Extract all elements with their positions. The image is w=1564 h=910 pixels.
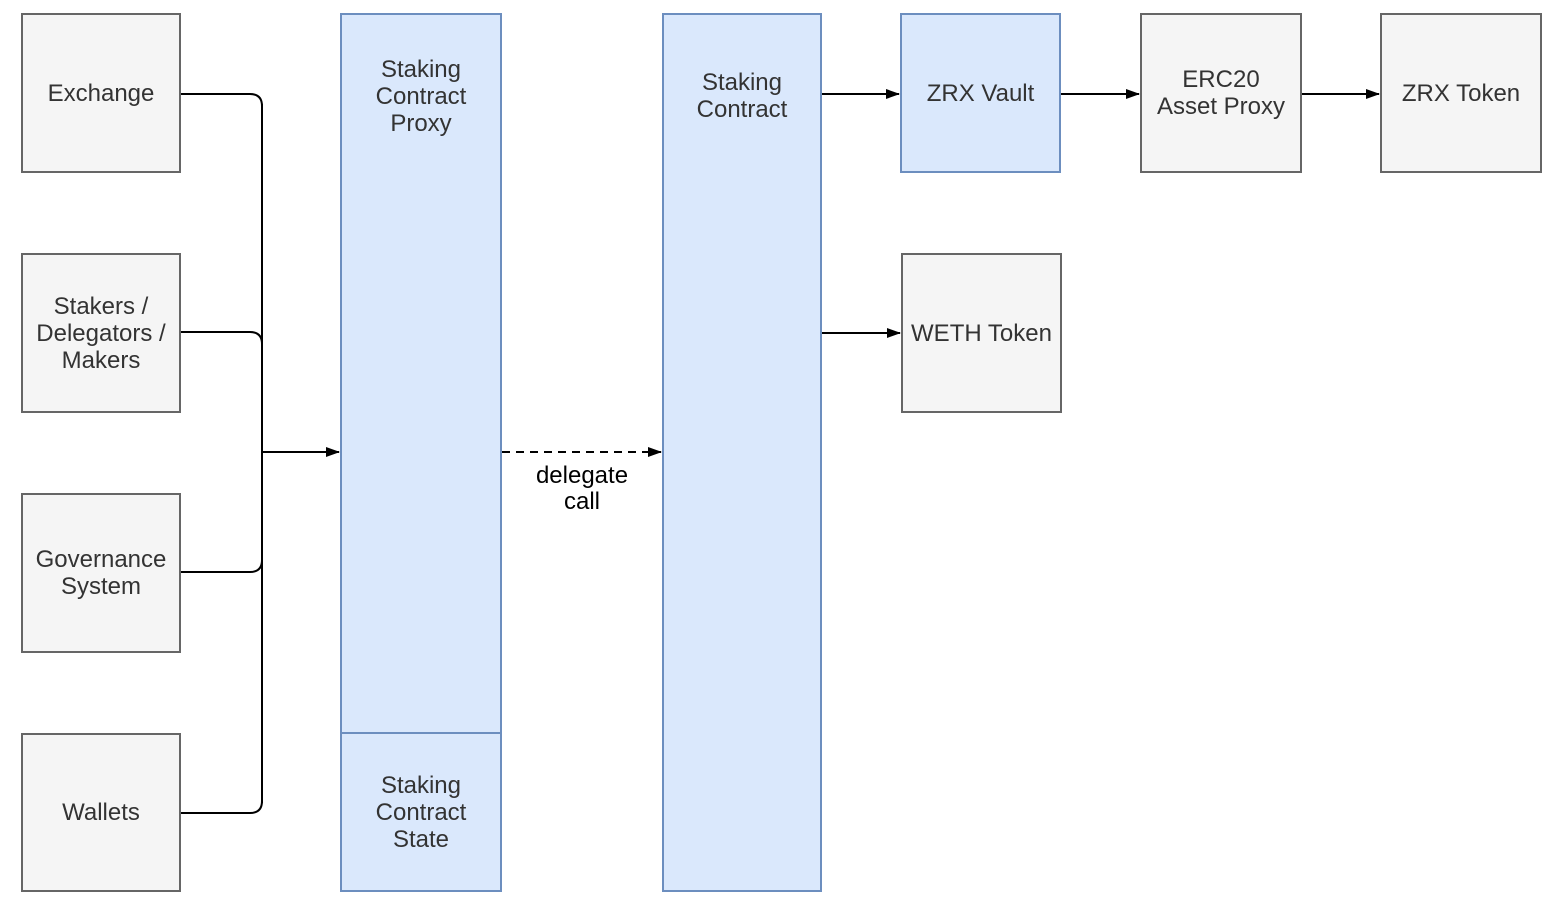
node-zrx-token-label: ZRX Token: [1401, 79, 1521, 107]
node-zrx-token: ZRX Token: [1380, 13, 1542, 173]
node-governance-system: Governance System: [21, 493, 181, 653]
edge-governance-stub: [181, 559, 263, 573]
node-weth-token-label: WETH Token: [911, 319, 1052, 347]
node-zrx-vault-label: ZRX Vault: [926, 79, 1035, 107]
node-stakers-delegators-makers: Stakers / Delegators / Makers: [21, 253, 181, 413]
node-zrx-vault: ZRX Vault: [900, 13, 1061, 173]
node-stakers-delegators-makers-label: Stakers / Delegators / Makers: [36, 292, 166, 374]
edge-wallets-stub: [181, 800, 263, 814]
edge-stakers-stub: [181, 331, 263, 345]
node-staking-contract-label: Staking Contract: [696, 69, 788, 123]
node-wallets-label: Wallets: [62, 799, 140, 826]
node-governance-system-label: Governance System: [35, 546, 167, 600]
node-exchange: Exchange: [21, 13, 181, 173]
node-erc20-asset-proxy: ERC20 Asset Proxy: [1140, 13, 1302, 173]
edge-exchange-stub: [181, 93, 263, 107]
node-staking-contract-state-label: Staking Contract State: [375, 771, 467, 853]
node-erc20-asset-proxy-label: ERC20 Asset Proxy: [1156, 66, 1286, 120]
node-wallets: Wallets: [21, 733, 181, 892]
node-exchange-label: Exchange: [47, 79, 155, 107]
node-staking-contract: Staking Contract: [662, 13, 822, 892]
node-staking-contract-state: Staking Contract State: [340, 732, 502, 892]
edge-label-delegate-call: delegate call: [535, 462, 629, 515]
node-staking-contract-proxy-label: Staking Contract Proxy: [375, 56, 467, 137]
node-staking-contract-proxy: Staking Contract Proxy: [340, 13, 502, 734]
node-weth-token: WETH Token: [901, 253, 1062, 413]
